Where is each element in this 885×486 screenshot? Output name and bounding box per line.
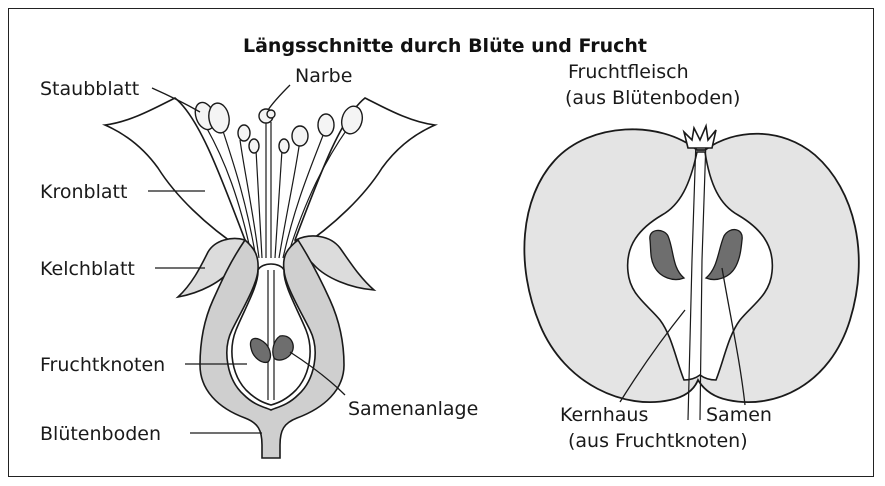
anther xyxy=(249,139,259,153)
anther xyxy=(279,139,289,153)
stigma xyxy=(267,110,275,118)
label-kelchblatt: Kelchblatt xyxy=(40,258,135,280)
calyx-remnant xyxy=(684,126,716,148)
label-samen: Samen xyxy=(706,404,772,426)
flower-section: Staubblatt Narbe Kronblatt Kelchblatt Fr… xyxy=(40,65,478,458)
label-fruchtfleisch: Fruchtfleisch xyxy=(568,61,689,83)
right-petal xyxy=(295,98,435,250)
label-fruchtfleisch-origin: (aus Blütenboden) xyxy=(565,87,740,109)
anther xyxy=(292,126,308,146)
label-kernhaus: Kernhaus xyxy=(560,404,648,426)
leader-narbe xyxy=(268,85,290,110)
figure-title: Längsschnitte durch Blüte und Frucht xyxy=(243,35,647,57)
label-bluetenboden: Blütenboden xyxy=(40,423,161,445)
label-samenanlage: Samenanlage xyxy=(348,398,478,420)
fruit-section: Fruchtfleisch (aus Blütenboden) Kernhaus… xyxy=(524,61,858,452)
label-kernhaus-origin: (aus Fruchtknoten) xyxy=(568,430,748,452)
anther xyxy=(238,125,250,141)
label-fruchtknoten: Fruchtknoten xyxy=(40,354,165,376)
filament xyxy=(275,150,282,258)
anther xyxy=(318,114,334,136)
label-narbe: Narbe xyxy=(295,65,352,87)
label-kronblatt: Kronblatt xyxy=(40,181,127,203)
label-staubblatt: Staubblatt xyxy=(40,78,139,100)
